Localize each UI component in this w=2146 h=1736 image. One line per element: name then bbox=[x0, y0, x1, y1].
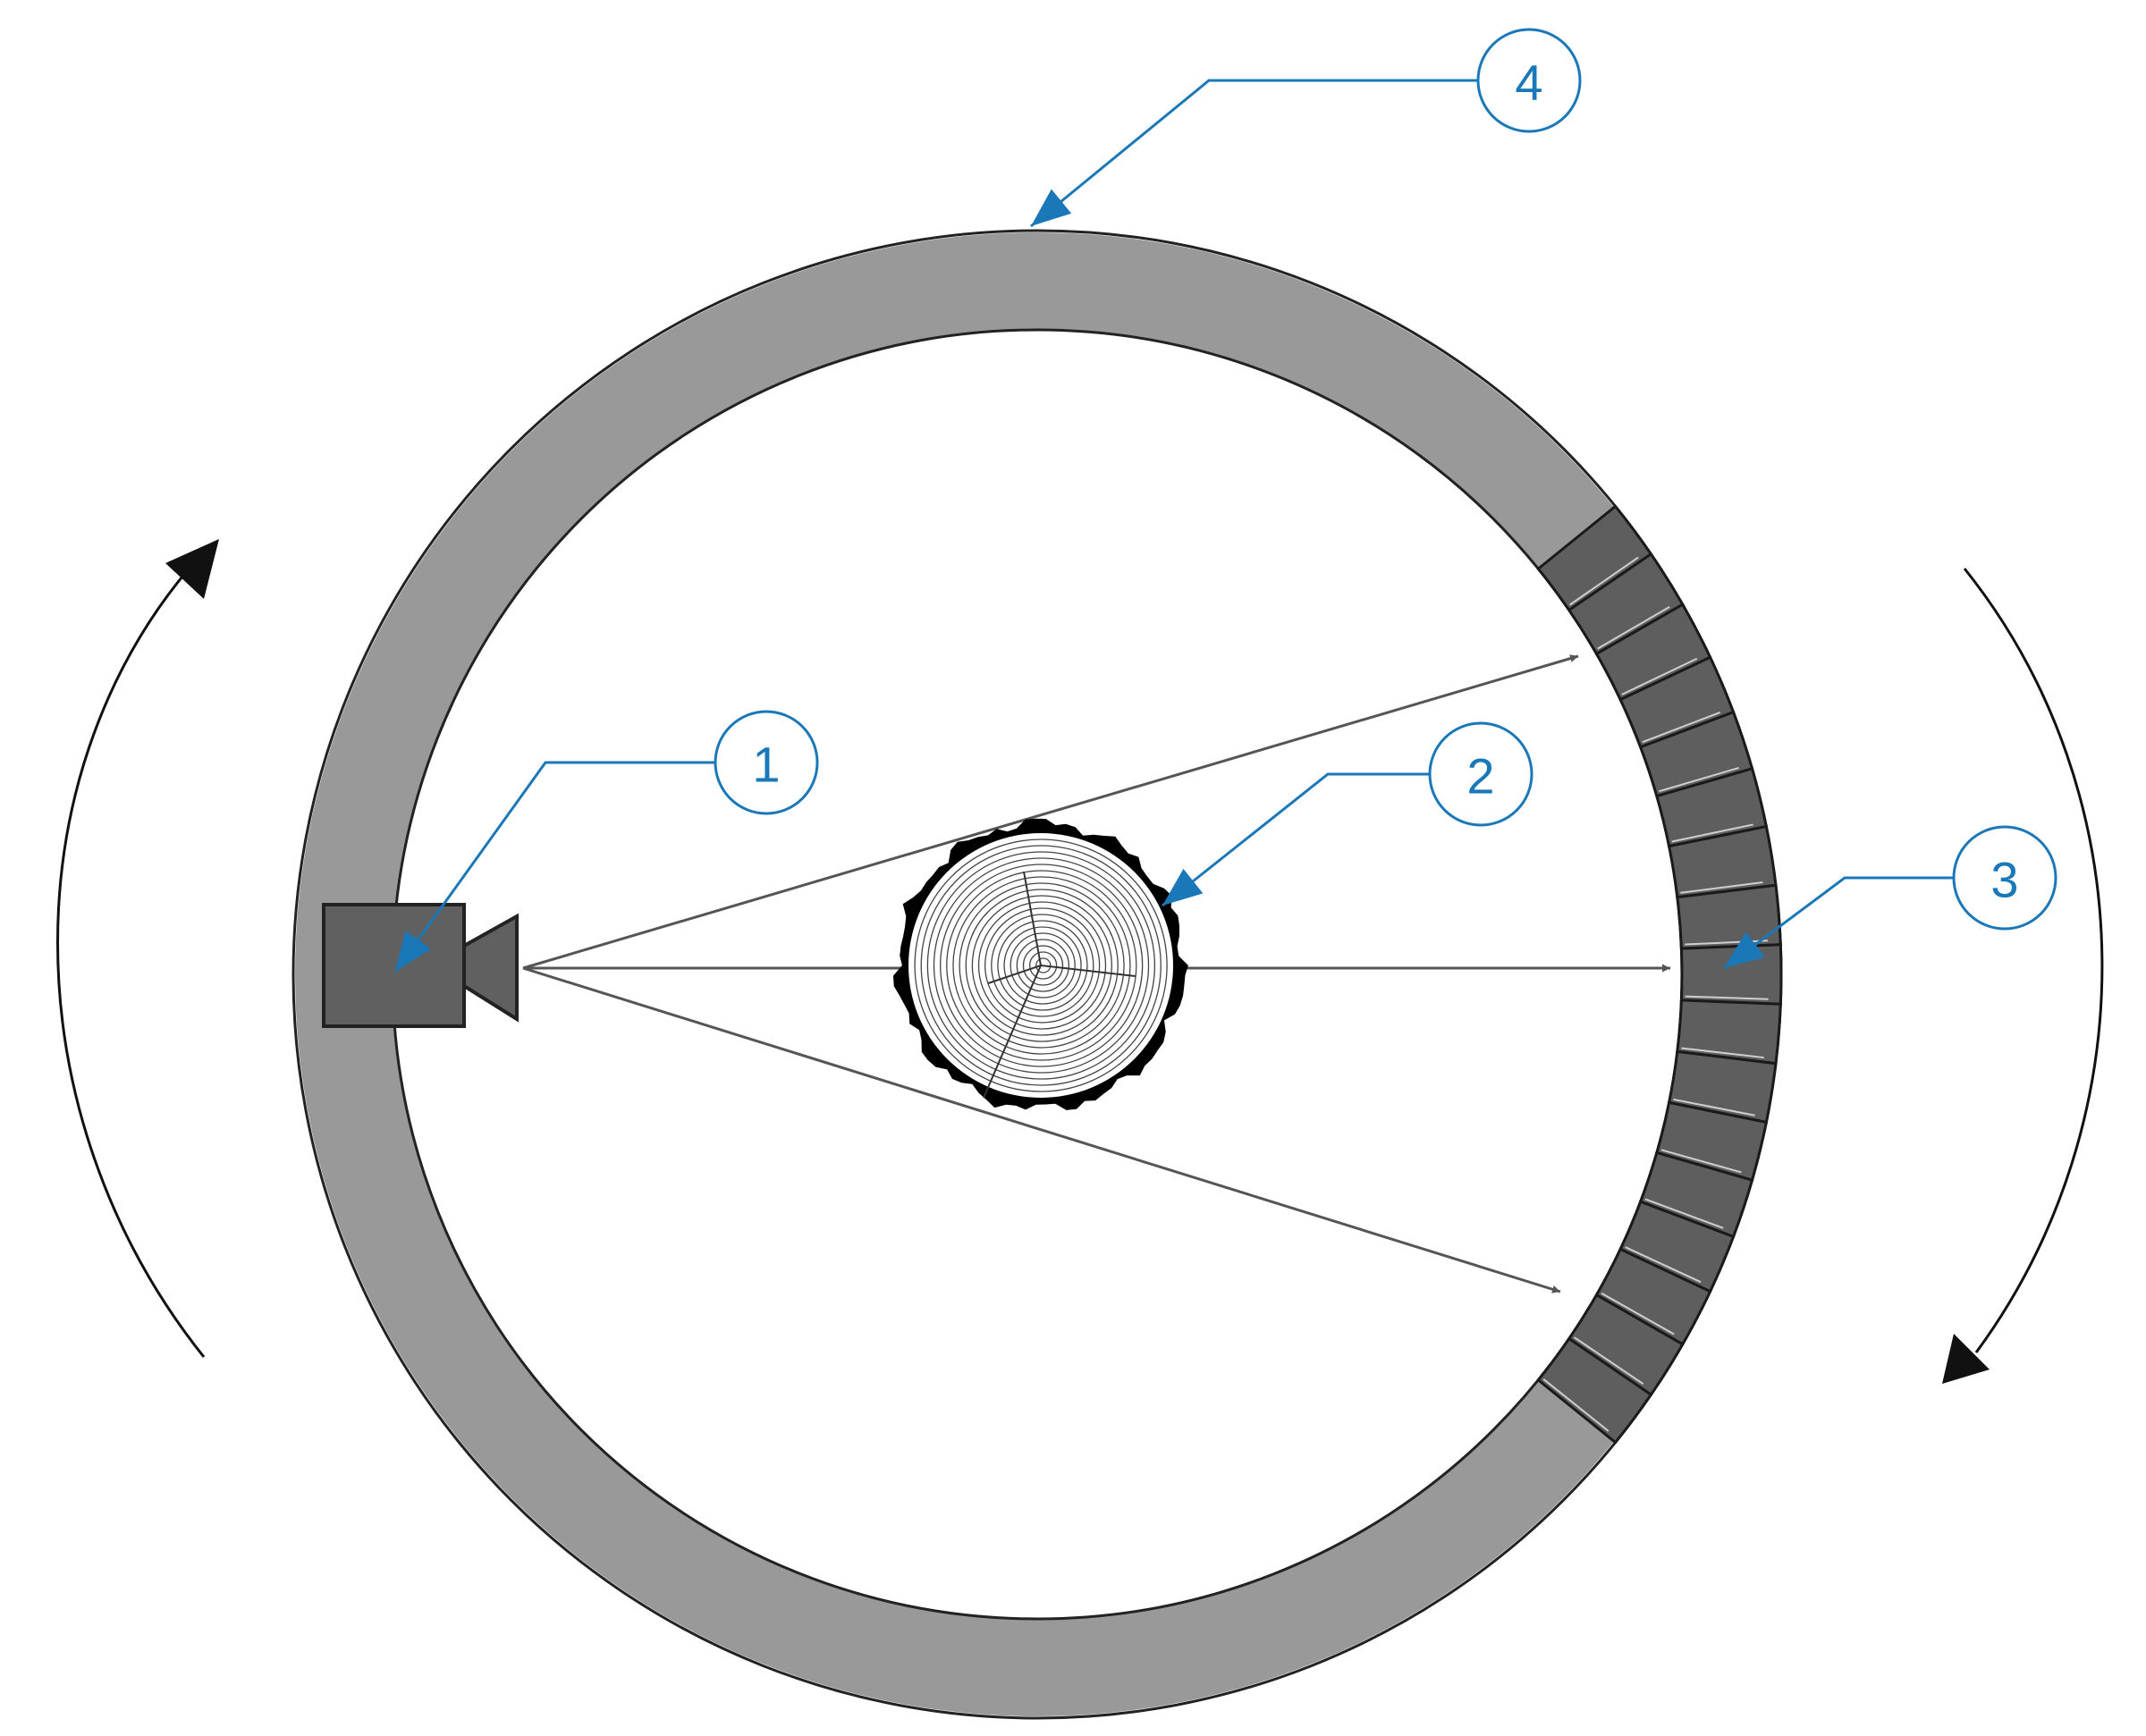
growth-ring bbox=[965, 889, 1119, 1042]
detector-segment-edge bbox=[1644, 1198, 1724, 1229]
growth-ring bbox=[946, 870, 1137, 1061]
growth-ring bbox=[940, 864, 1144, 1067]
detector-segment-edge bbox=[1601, 1292, 1675, 1336]
detector-segment-edge bbox=[1625, 1246, 1702, 1284]
growth-ring bbox=[959, 882, 1125, 1049]
detector-array-icon bbox=[1536, 504, 1783, 1445]
detector-segment-edge bbox=[1673, 1098, 1755, 1117]
detector-segment-edge bbox=[1685, 995, 1769, 1000]
detector-segment-edge bbox=[1621, 657, 1698, 695]
callout-1-label: 1 bbox=[752, 737, 780, 793]
growth-ring bbox=[914, 839, 1168, 1092]
rotation-arrow-icon bbox=[165, 539, 219, 599]
beam-lower bbox=[522, 966, 1561, 1294]
detector-segment bbox=[1676, 883, 1782, 950]
growth-ring bbox=[933, 857, 1150, 1074]
growth-ring bbox=[971, 895, 1113, 1036]
callout-4-label: 4 bbox=[1515, 55, 1542, 111]
growth-ring bbox=[1035, 957, 1052, 973]
growth-ring bbox=[926, 851, 1156, 1080]
detector-segment-edge bbox=[1569, 556, 1639, 606]
callout-2: 2 bbox=[1162, 721, 1533, 907]
beam-upper bbox=[522, 654, 1579, 970]
growth-ring bbox=[1028, 951, 1058, 980]
detector-segment-edge bbox=[1574, 1336, 1644, 1385]
growth-ring bbox=[1016, 939, 1069, 992]
growth-ring bbox=[1010, 932, 1076, 999]
detector-segment bbox=[1679, 943, 1783, 1006]
detector-segment bbox=[1536, 1336, 1653, 1445]
callout-3: 3 bbox=[1723, 825, 2057, 970]
growth-ring bbox=[952, 876, 1131, 1055]
detector-segment-edge bbox=[1671, 823, 1753, 843]
callout-3-label: 3 bbox=[1990, 852, 2018, 908]
detector-segment-edge bbox=[1642, 711, 1721, 744]
detector-segment-edge bbox=[1680, 881, 1763, 894]
growth-ring bbox=[920, 845, 1162, 1086]
rotation-arrow-right bbox=[1942, 568, 2104, 1384]
log-cross-section-icon bbox=[893, 818, 1188, 1110]
rotation-arrow-left bbox=[56, 539, 219, 1358]
growth-ring bbox=[984, 907, 1101, 1024]
callout-1: 1 bbox=[393, 710, 819, 973]
detector-segment-edge bbox=[1660, 1149, 1742, 1174]
growth-ring bbox=[997, 920, 1088, 1011]
callout-2-label: 2 bbox=[1466, 748, 1494, 805]
rotation-arrow-icon bbox=[1942, 1334, 1990, 1384]
callout-4: 4 bbox=[1030, 28, 1582, 228]
detector-segment-edge bbox=[1681, 1047, 1764, 1059]
x-ray-source-icon bbox=[322, 903, 519, 1028]
growth-ring bbox=[977, 901, 1107, 1030]
detector-segment-edge bbox=[1659, 766, 1739, 793]
detector-segment-edge bbox=[1542, 1378, 1610, 1432]
detector-segment-edge bbox=[1597, 605, 1670, 650]
growth-ring bbox=[1022, 945, 1064, 986]
growth-ring bbox=[991, 914, 1094, 1017]
growth-ring bbox=[1003, 926, 1082, 1005]
